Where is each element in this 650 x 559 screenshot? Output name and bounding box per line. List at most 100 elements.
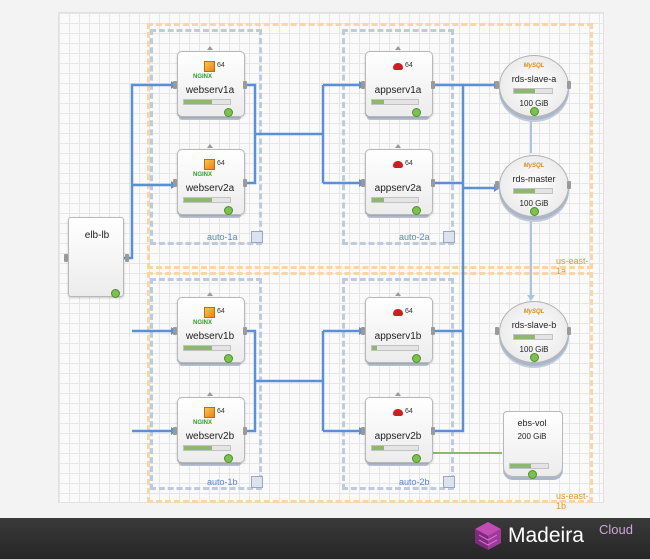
input-port[interactable] [64, 254, 68, 262]
input-port[interactable] [173, 179, 177, 187]
output-port[interactable] [243, 427, 247, 435]
output-port[interactable] [431, 327, 435, 335]
instance-icon [204, 159, 215, 170]
group-icon [251, 231, 263, 243]
status-dot [224, 206, 233, 215]
load-balancer[interactable]: elb-lb [64, 217, 129, 298]
status-dot [530, 207, 539, 216]
instance-appserv2b[interactable]: 64 appserv2b [361, 392, 435, 466]
usage-bar [183, 99, 231, 105]
usage-bar [183, 445, 231, 451]
storage-size: 100 GiB [519, 199, 549, 208]
madeira-cloud-logo-icon [475, 522, 501, 550]
database-rds-slave-a[interactable]: MySQL rds-slave-a 100 GiB [495, 55, 571, 117]
instance-webserv1b[interactable]: 64 NGINX webserv1b [173, 292, 247, 366]
output-port[interactable] [243, 179, 247, 187]
arch-label: 64 [405, 62, 413, 69]
top-port[interactable] [395, 46, 401, 50]
group-label: auto-1a [207, 232, 238, 242]
arch-label: 64 [405, 408, 413, 415]
instance-webserv1a[interactable]: 64 NGINX webserv1a [173, 46, 247, 120]
instance-webserv2a[interactable]: 64 NGINX webserv2a [173, 144, 247, 218]
brand-name: Madeira [508, 524, 584, 547]
nginx-logo: NGINX [193, 420, 213, 426]
usage-bar [371, 99, 419, 105]
output-port[interactable] [243, 81, 247, 89]
usage-fill [514, 89, 535, 93]
arch-label: 64 [217, 308, 225, 315]
input-port[interactable] [495, 327, 499, 335]
instance-name: appserv2a [374, 183, 422, 194]
input-port[interactable] [495, 181, 499, 189]
node-name: elb-lb [84, 230, 110, 241]
usage-fill [510, 464, 531, 468]
output-port[interactable] [567, 327, 571, 335]
status-dot [412, 108, 421, 117]
status-dot [528, 470, 537, 479]
group-label: auto-2a [399, 232, 430, 242]
database-name: rds-slave-b [511, 320, 557, 330]
top-port[interactable] [207, 144, 213, 148]
output-port[interactable] [431, 427, 435, 435]
output-port[interactable] [125, 254, 129, 262]
output-port[interactable] [431, 179, 435, 187]
usage-bar [371, 345, 419, 351]
mysql-logo: MySQL [523, 63, 545, 69]
input-port[interactable] [173, 427, 177, 435]
input-port[interactable] [173, 81, 177, 89]
top-port[interactable] [207, 392, 213, 396]
usage-fill [184, 346, 212, 350]
database-rds-master[interactable]: MySQL rds-master 100 GiB [495, 155, 571, 217]
storage-size: 100 GiB [519, 345, 549, 354]
usage-fill [514, 189, 535, 193]
usage-fill [184, 100, 212, 104]
status-dot [530, 353, 539, 362]
nginx-logo: NGINX [193, 172, 213, 178]
group-icon [443, 231, 455, 243]
mysql-logo: MySQL [523, 309, 545, 315]
database-rds-slave-b[interactable]: MySQL rds-slave-b 100 GiB [495, 301, 571, 363]
instance-name: appserv2b [374, 431, 422, 442]
usage-bar [513, 88, 553, 94]
input-port[interactable] [173, 327, 177, 335]
mysql-logo: MySQL [523, 163, 545, 169]
footer-bar [0, 518, 650, 559]
instance-appserv1a[interactable]: 64 appserv1a [361, 46, 435, 120]
instance-icon [204, 61, 215, 72]
top-port[interactable] [395, 392, 401, 396]
top-port[interactable] [395, 144, 401, 148]
az-label: us-east-1a [556, 256, 589, 276]
status-dot [111, 289, 120, 298]
input-port[interactable] [361, 327, 365, 335]
instance-name: appserv1a [374, 85, 422, 96]
database-name: rds-slave-a [511, 74, 557, 84]
output-port[interactable] [567, 181, 571, 189]
instance-name: webserv1b [185, 331, 235, 342]
input-port[interactable] [495, 81, 499, 89]
volume-name: ebs-vol [517, 418, 547, 428]
instance-appserv1b[interactable]: 64 appserv1b [361, 292, 435, 366]
volume-size: 200 GiB [517, 432, 547, 441]
usage-fill [514, 335, 535, 339]
group-icon [443, 476, 455, 488]
usage-bar [183, 197, 231, 203]
top-port[interactable] [395, 292, 401, 296]
brand-suffix: Cloud [599, 522, 633, 537]
input-port[interactable] [361, 179, 365, 187]
instance-webserv2b[interactable]: 64 NGINX webserv2b [173, 392, 247, 466]
input-port[interactable] [361, 81, 365, 89]
top-port[interactable] [207, 292, 213, 296]
redhat-icon [393, 309, 403, 316]
database-name: rds-master [512, 174, 556, 184]
output-port[interactable] [431, 81, 435, 89]
output-port[interactable] [243, 327, 247, 335]
status-dot [412, 454, 421, 463]
redhat-icon [393, 409, 403, 416]
instance-icon [204, 307, 215, 318]
status-dot [224, 108, 233, 117]
top-port[interactable] [207, 46, 213, 50]
output-port[interactable] [567, 81, 571, 89]
volume-ebs-vol[interactable]: ebs-vol 200 GiB [503, 411, 563, 481]
input-port[interactable] [361, 427, 365, 435]
instance-appserv2a[interactable]: 64 appserv2a [361, 144, 435, 218]
